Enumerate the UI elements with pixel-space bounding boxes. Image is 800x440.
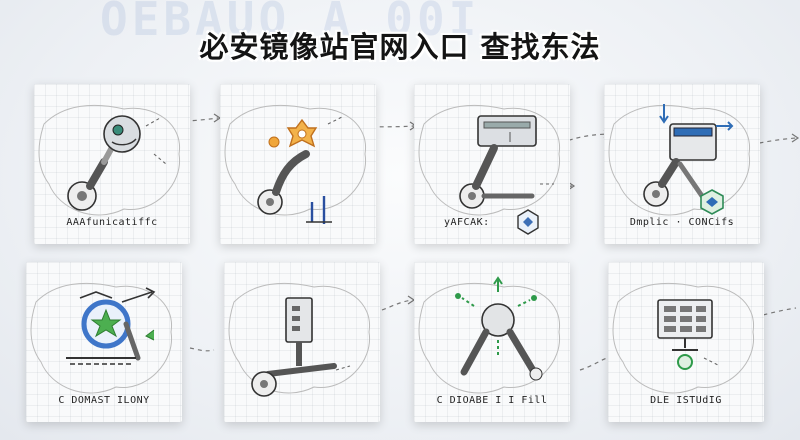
illustration-card-4: Dmplic · CONCifs <box>604 84 760 244</box>
illustration-card-2 <box>220 84 376 244</box>
card-caption: C DIOABE I I Fill <box>436 395 548 406</box>
illustration-card-5: C DOMAST ILONY <box>26 262 182 422</box>
card-caption: C DOMAST ILONY <box>58 395 150 406</box>
page-title: 必安镜像站官网入口 查找东法 <box>199 30 601 64</box>
illustration-card-7: C DIOABE I I Fill <box>414 262 570 422</box>
robot-arm-server-icon <box>418 104 561 235</box>
robot-arm-monitor-icon <box>608 104 751 216</box>
illustration-card-1: AAAfunicatiffc <box>34 84 190 244</box>
card-caption: DLE ISTUdIG <box>650 395 722 406</box>
robot-arm-wheel-icon <box>30 282 173 394</box>
robot-arm-joint-icon <box>418 276 561 394</box>
robot-arm-gear-icon <box>224 104 367 224</box>
illustration-card-3: yAFCAK: <box>414 84 570 244</box>
card-caption: AAAfunicatiffc <box>66 217 158 228</box>
robot-arm-tower-icon <box>228 282 371 397</box>
background-ghost-text: OEBAUO A 00I <box>100 0 481 46</box>
illustration-card-8: DLE ISTUdIG <box>608 262 764 422</box>
card-caption: yAFCAK: <box>444 217 490 228</box>
illustration-card-6 <box>224 262 380 422</box>
robot-arm-screen-icon <box>612 282 755 394</box>
robot-arm-sensor-icon <box>38 104 181 216</box>
card-caption: Dmplic · CONCifs <box>629 217 735 228</box>
